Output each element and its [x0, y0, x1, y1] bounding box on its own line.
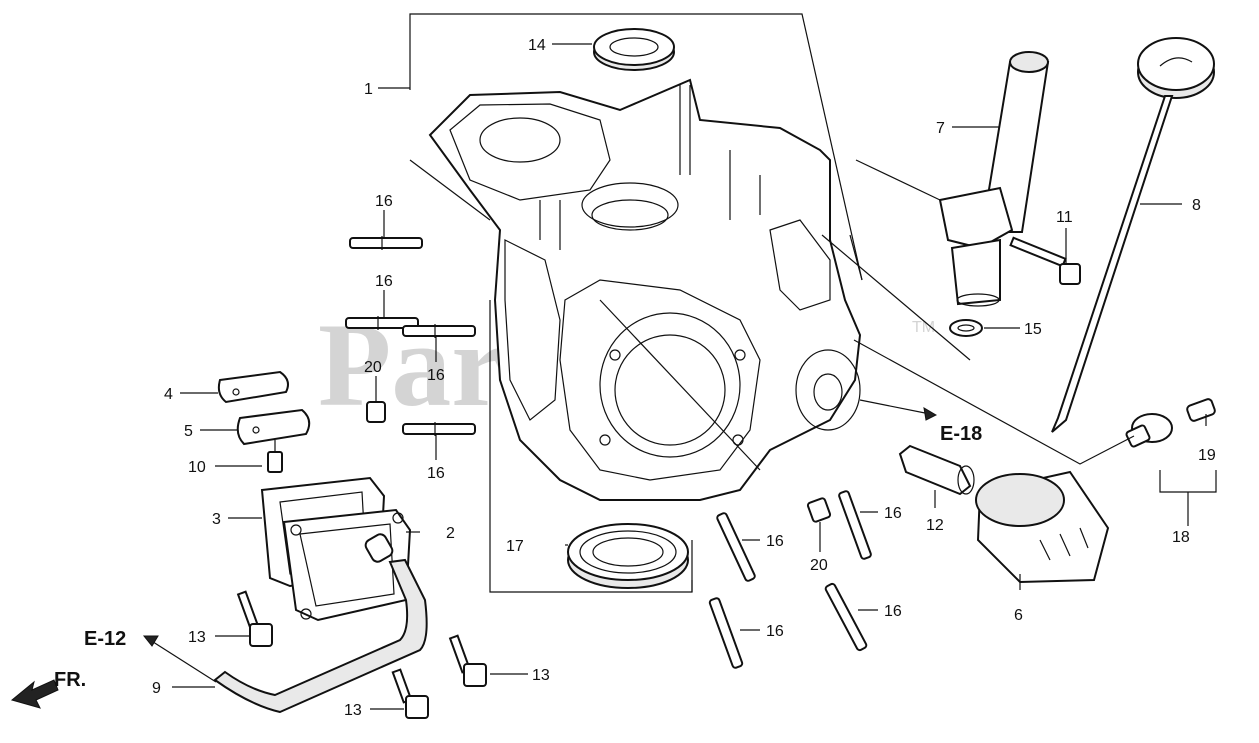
callout-3[interactable]: 3 [212, 511, 221, 528]
dipstick[interactable] [1051, 37, 1215, 433]
oil-seal[interactable] [593, 28, 675, 71]
callout-18[interactable]: 18 [1172, 529, 1190, 546]
dowel-pin-1[interactable] [366, 401, 386, 423]
callout-17[interactable]: 17 [506, 538, 524, 555]
front-direction-arrow-icon [10, 679, 59, 709]
front-direction-label: FR. [54, 669, 86, 691]
callout-16-h[interactable]: 16 [884, 603, 902, 620]
crankcase-group-bracket [409, 13, 863, 593]
ref-e18-label[interactable]: E-18 [940, 423, 982, 445]
callout-16-g[interactable]: 16 [766, 623, 784, 640]
dowel-pin-2[interactable] [806, 497, 832, 523]
switch-terminal[interactable] [1186, 398, 1216, 422]
filter-joint[interactable] [898, 444, 975, 496]
ref-e12-label[interactable]: E-12 [84, 628, 126, 650]
callout-16-e[interactable]: 16 [884, 505, 902, 522]
bolt-13-1[interactable] [236, 590, 273, 647]
reed-plate[interactable] [217, 370, 289, 404]
callout-4[interactable]: 4 [164, 386, 173, 403]
callout-8[interactable]: 8 [1192, 197, 1201, 214]
stud-bolt-6[interactable] [838, 490, 872, 560]
callout-13-b[interactable]: 13 [532, 667, 550, 684]
callout-6[interactable]: 6 [1014, 607, 1023, 624]
callout-12[interactable]: 12 [926, 517, 944, 534]
reed-valve[interactable] [236, 408, 311, 446]
callout-5[interactable]: 5 [184, 423, 193, 440]
callout-13-a[interactable]: 13 [188, 629, 206, 646]
callout-13-c[interactable]: 13 [344, 702, 362, 719]
crankcase[interactable] [428, 78, 862, 501]
bearing[interactable] [567, 523, 689, 589]
callout-16-c[interactable]: 16 [427, 367, 445, 384]
stud-bolt-8[interactable] [824, 582, 868, 652]
o-ring[interactable] [949, 319, 983, 337]
bolt-13-2[interactable] [448, 634, 487, 687]
callout-16-d[interactable]: 16 [427, 465, 445, 482]
ref-e12-arrow [142, 635, 217, 683]
callout-20-b[interactable]: 20 [810, 557, 828, 574]
ref-e18-arrow [859, 399, 938, 421]
bolt-13-3[interactable] [391, 668, 429, 719]
callout-16-f[interactable]: 16 [766, 533, 784, 550]
watermark-trademark: TM [912, 319, 935, 336]
oil-filter[interactable] [975, 470, 1110, 584]
stud-bolt-5[interactable] [716, 512, 756, 582]
stud-bolt-3[interactable] [402, 324, 476, 338]
callout-19[interactable]: 19 [1198, 447, 1216, 464]
stud-bolt-7[interactable] [708, 597, 744, 669]
callout-11[interactable]: 11 [1056, 209, 1073, 226]
callout-9[interactable]: 9 [152, 680, 161, 697]
callout-7[interactable]: 7 [936, 120, 945, 137]
callout-1[interactable]: 1 [364, 81, 373, 98]
callout-15[interactable]: 15 [1024, 321, 1042, 338]
leader-lines [172, 43, 1217, 710]
callout-16-b[interactable]: 16 [375, 273, 393, 290]
callout-10[interactable]: 10 [188, 459, 206, 476]
stud-bolt-1[interactable] [349, 236, 423, 250]
oil-filler-tube[interactable] [938, 51, 1050, 307]
stud-bolt-2[interactable] [345, 316, 419, 330]
oil-pressure-switch[interactable] [1125, 413, 1173, 448]
breather-tube[interactable] [213, 558, 428, 714]
callout-16-a[interactable]: 16 [375, 193, 393, 210]
bolt-11[interactable] [1009, 236, 1081, 285]
callout-14[interactable]: 14 [528, 37, 546, 54]
callouts: 1 2 3 4 5 6 7 8 9 10 11 12 13 13 13 14 1… [152, 37, 1216, 719]
callout-20-a[interactable]: 20 [364, 359, 382, 376]
breather-cover[interactable] [282, 508, 412, 622]
stud-bolt-4[interactable] [402, 422, 476, 436]
callout-2[interactable]: 2 [446, 525, 455, 542]
screw[interactable] [267, 440, 283, 473]
